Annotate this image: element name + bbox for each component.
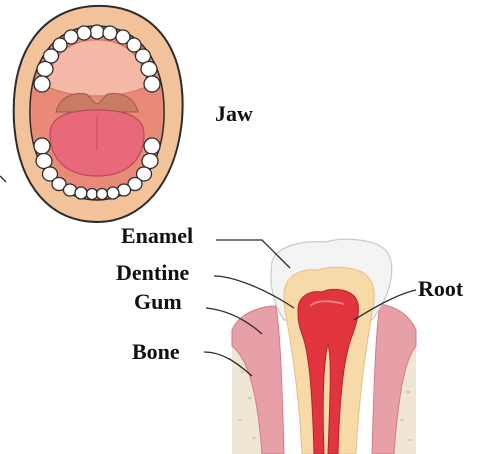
gum-label: Gum <box>134 291 182 313</box>
tooth-cross-section <box>232 239 416 454</box>
edge-tick <box>0 176 6 182</box>
dentine-label: Dentine <box>116 262 189 284</box>
bone-label: Bone <box>132 341 180 363</box>
jaw-label: Jaw <box>215 103 253 125</box>
root-label: Root <box>418 278 463 300</box>
enamel-label: Enamel <box>121 225 193 247</box>
mouth-illustration <box>14 6 183 222</box>
